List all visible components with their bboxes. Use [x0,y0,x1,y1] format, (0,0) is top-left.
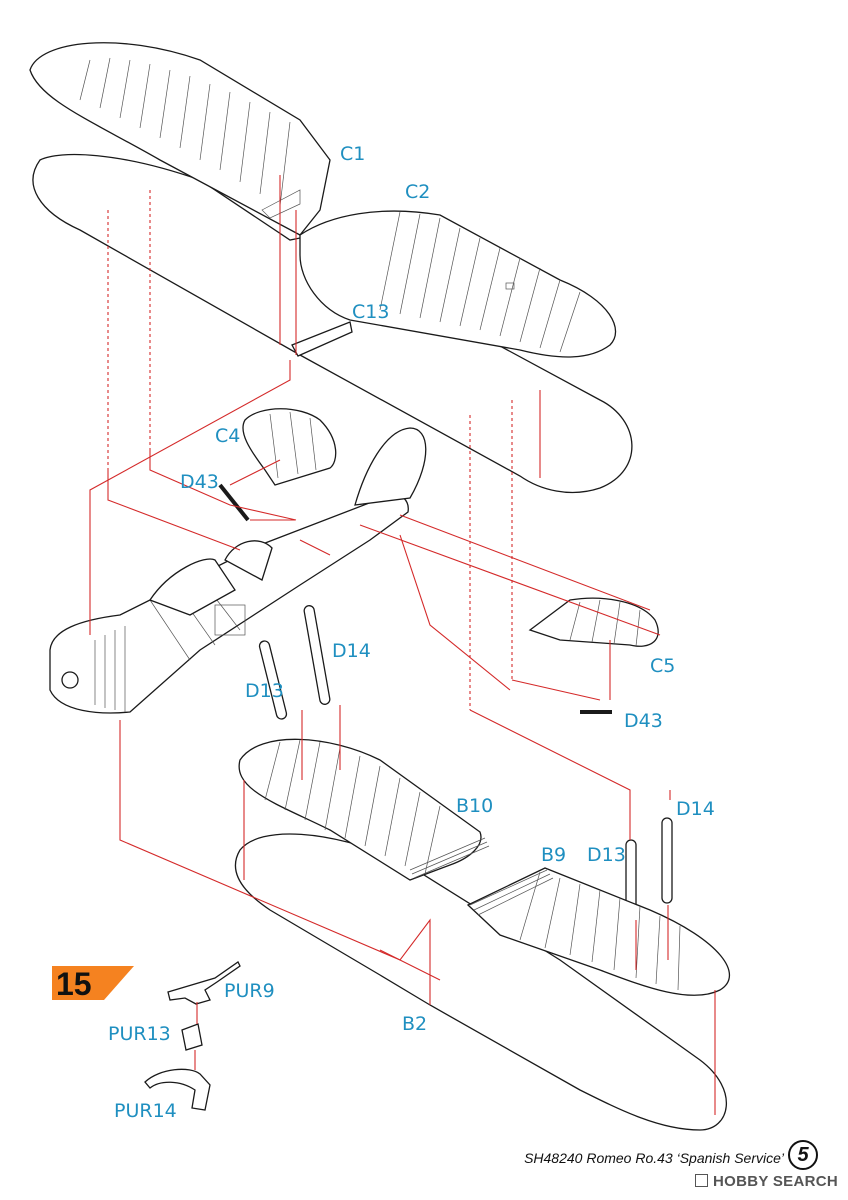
label-d14-right: D14 [676,798,715,820]
locating-lines [89,175,716,1115]
gun-ring-pur14 [144,1068,211,1111]
label-d43-left: D43 [180,471,219,493]
label-b2: B2 [402,1013,427,1035]
strut-d43-left [218,483,250,522]
label-c13: C13 [352,301,389,323]
watermark-text: HOBBY SEARCH [712,1173,838,1190]
upper-wing-left-c1 [29,42,331,236]
tailplane-c4 [242,408,337,486]
strut-d14-right [661,817,673,904]
upper-wing-outline [32,153,633,494]
gun-mount-pur13 [181,1023,203,1051]
page-number: 5 [788,1140,818,1170]
watermark: HOBBY SEARCH [694,1173,838,1190]
label-c5: C5 [650,655,675,677]
step-15-number: 15 [56,966,92,1002]
label-c2: C2 [405,181,430,203]
label-b9: B9 [541,844,566,866]
label-d43-right: D43 [624,710,663,732]
tailplane-c5 [528,597,659,647]
lower-wing-left-b10 [238,738,490,881]
label-pur13: PUR13 [108,1023,171,1045]
strut-d13-mid [258,640,288,720]
footer-title: SH48240 Romeo Ro.43 ‘Spanish Service’ [524,1150,784,1166]
label-b10: B10 [456,795,493,817]
label-pur14: PUR14 [114,1100,177,1122]
watermark-logo-icon [694,1174,708,1187]
lower-wing-outline [234,833,727,1131]
label-d14-mid: D14 [332,640,371,662]
tailplane-c5-ribs [569,599,641,647]
fuselage [49,427,427,714]
strut-d14-mid [303,605,331,705]
upper-wing-right-c2 [299,210,617,358]
step-15-badge: 15 [52,966,134,1002]
step-15-flag [52,966,134,1000]
step-15-arrows [194,1002,198,1070]
machine-gun-pur9 [167,961,241,1005]
lower-wing-right-b9 [466,867,731,996]
label-d13-mid: D13 [245,680,284,702]
tailplane-c4-ribs [269,411,317,479]
label-d13-right: D13 [587,844,626,866]
label-c1: C1 [340,143,365,165]
label-pur9: PUR9 [224,980,275,1002]
label-c4: C4 [215,425,240,447]
